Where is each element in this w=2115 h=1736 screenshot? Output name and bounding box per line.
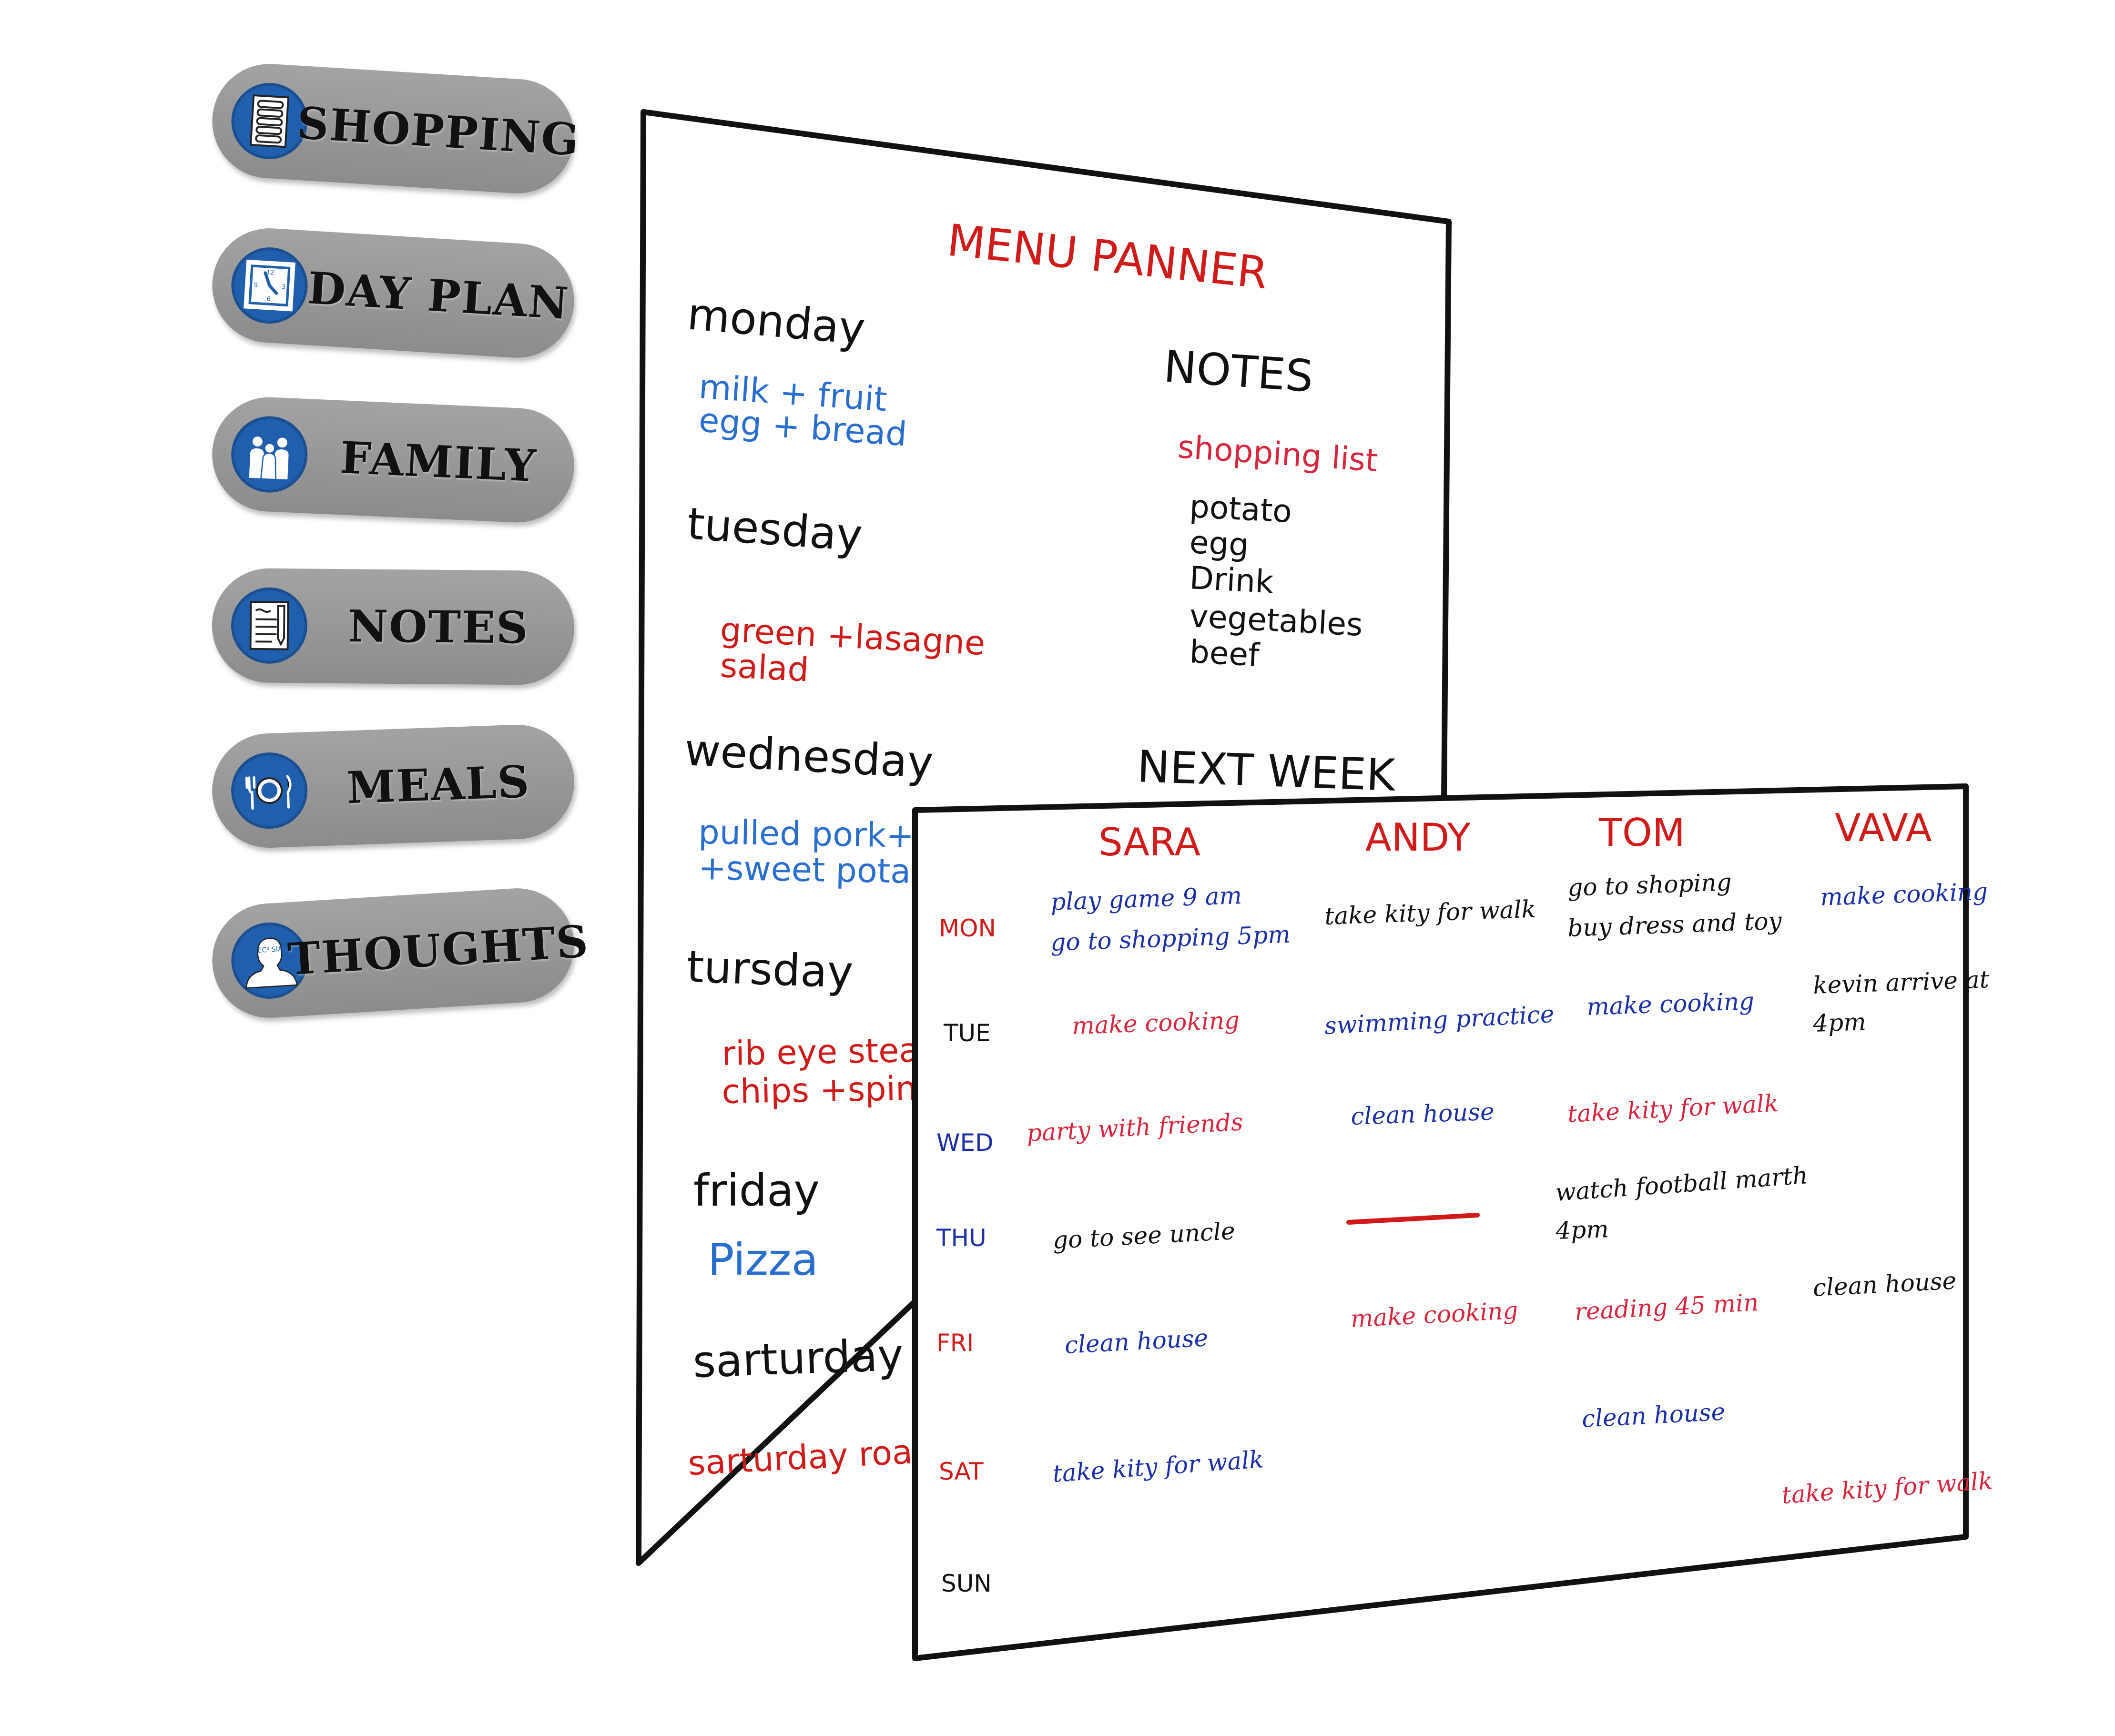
entry-tom-tue: make cooking [1586, 987, 1755, 1021]
day-label-mon: MON [939, 914, 996, 942]
shopping-item: Drink [1189, 559, 1275, 600]
clock-number-12: 12 [266, 269, 274, 276]
nav-button-shopping[interactable]: SHOPPING [209, 61, 581, 197]
nav-button-day-plan[interactable]: 12 3 6 9 DAY PLAN [209, 225, 578, 361]
shopping-item: vegetables [1189, 598, 1363, 643]
entry-andy-wed: clean house [1350, 1098, 1495, 1130]
thoughts-icon-text: EC² SIA [257, 945, 283, 954]
menu-day-tursday: tursday [686, 941, 854, 998]
shopping-item: egg [1189, 524, 1250, 563]
person-header-vava: VAVA [1835, 806, 1932, 850]
entry-vava-tue: kevin arrive at [1812, 965, 1990, 999]
person-thinking-icon: EC² SIA [229, 920, 310, 1001]
entry-vava-tue: 4pm [1812, 1008, 1866, 1037]
notes-icon [231, 587, 308, 664]
notes-heading: NOTES [1162, 341, 1315, 402]
day-label-sat: SAT [939, 1458, 984, 1485]
shopping-list-icon [229, 81, 310, 162]
family-board-frame [912, 783, 1969, 1661]
menu-day-sarturday: sarturday [692, 1330, 904, 1388]
nav-button-meals[interactable]: MEALS [210, 722, 576, 850]
clock-number-9: 9 [254, 282, 258, 289]
shopping-item: beef [1189, 633, 1261, 674]
menu-day-tuesday: tuesday [685, 498, 864, 561]
nav-button-family[interactable]: FAMILY [210, 395, 577, 525]
entry-sara-mon: play game 9 am [1050, 882, 1242, 916]
clock-number-3: 3 [282, 284, 286, 291]
day-label-thu: THU [936, 1224, 986, 1252]
menu-item: Pizza [708, 1234, 818, 1285]
entry-sara-tue: make cooking [1071, 1006, 1240, 1040]
clock-number-6: 6 [266, 295, 271, 303]
person-header-andy: ANDY [1365, 815, 1471, 860]
entry-vava-mon: make cooking [1820, 878, 1988, 911]
plate-cutlery-icon [230, 751, 309, 830]
entry-tom-thu: 4pm [1555, 1215, 1609, 1245]
clock-icon: 12 3 6 9 [229, 245, 310, 326]
menu-item: rib eye steak [722, 1030, 939, 1073]
entry-tom-mon: go to shoping [1567, 868, 1732, 902]
family-icon [229, 415, 309, 495]
next-week-heading: NEXT WEEK [1136, 741, 1397, 801]
red-dash-mark [1346, 1213, 1480, 1225]
person-header-sara: SARA [1098, 820, 1200, 864]
person-header-tom: TOM [1598, 811, 1685, 855]
menu-item: salad [719, 646, 810, 690]
day-label-tue: TUE [943, 1019, 991, 1047]
menu-day-friday: friday [693, 1165, 820, 1216]
shopping-item: potato [1189, 488, 1293, 530]
nav-button-notes[interactable]: NOTES [211, 568, 575, 686]
day-label-wed: WED [936, 1129, 994, 1157]
day-label-sun: SUN [941, 1570, 992, 1597]
day-label-fri: FRI [936, 1329, 974, 1357]
nav-button-thoughts[interactable]: EC² SIA THOUGHTS [209, 885, 590, 1021]
